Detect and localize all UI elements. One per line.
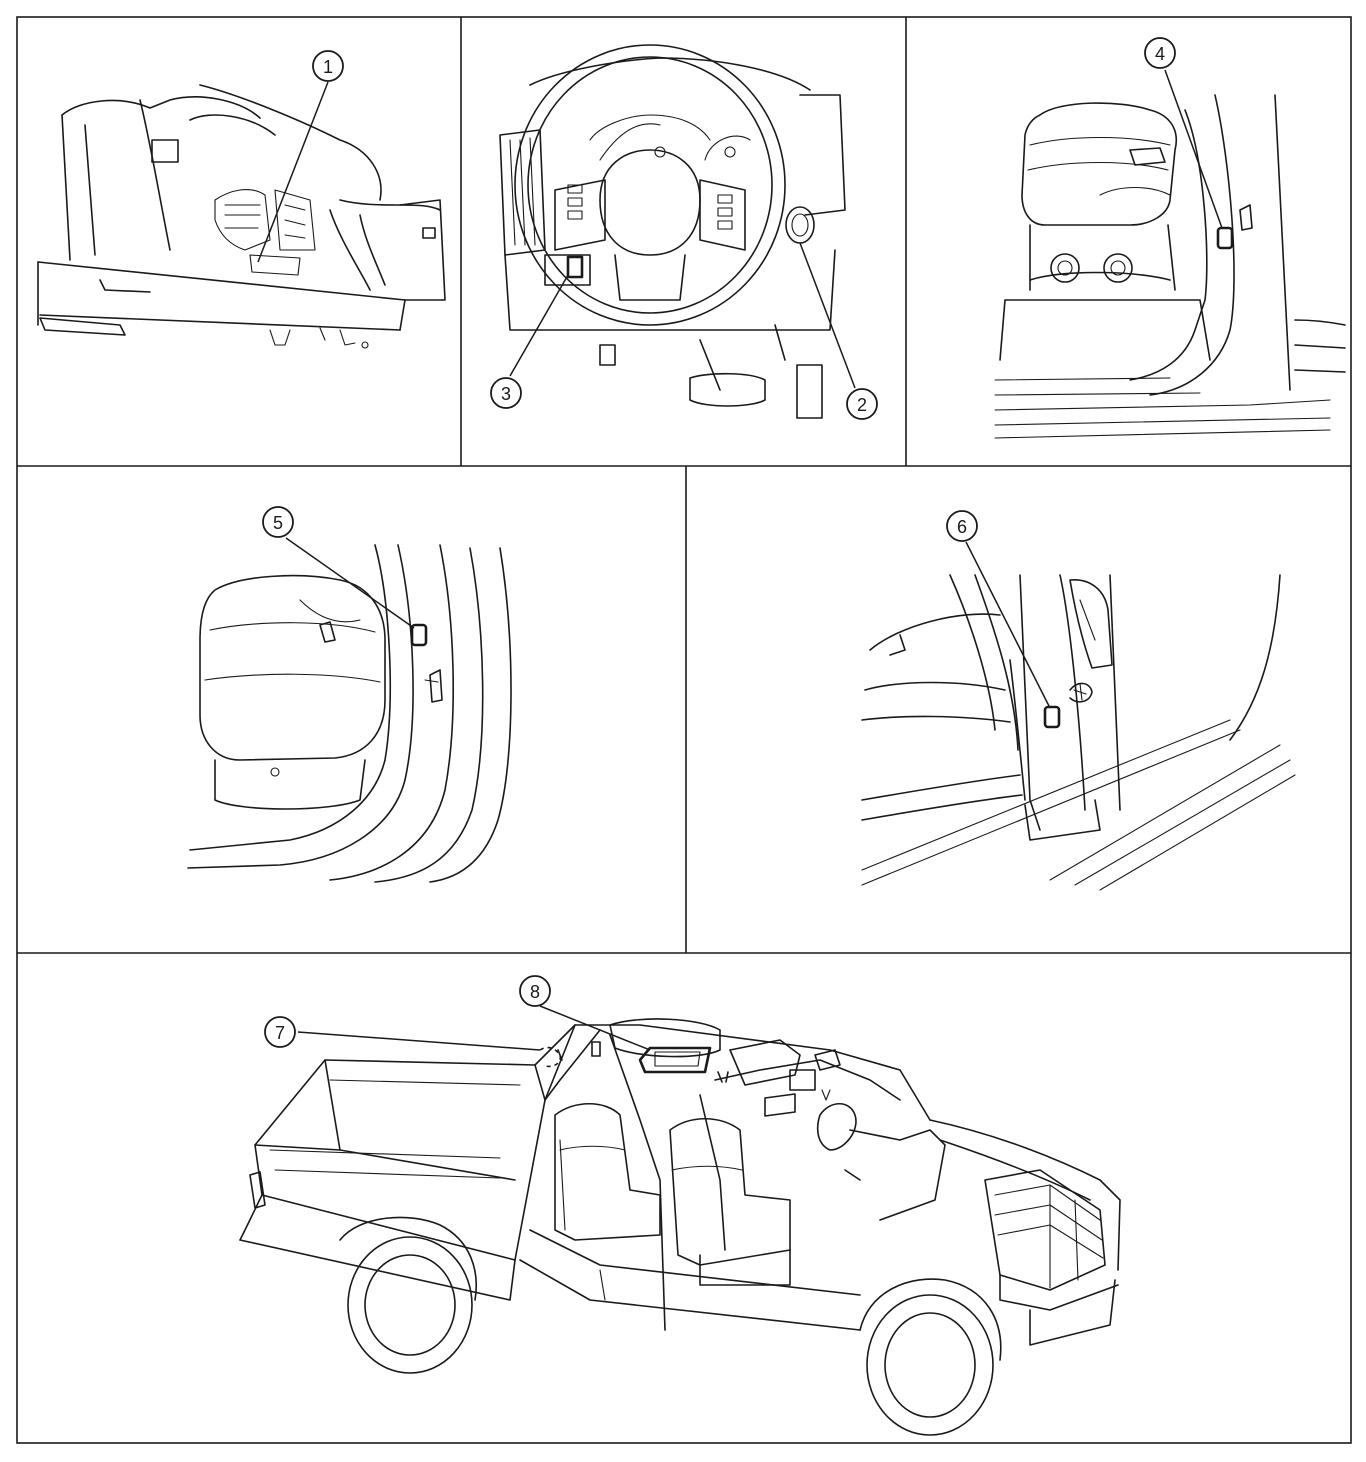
panel-rear-door-opening-illustration <box>861 574 1296 891</box>
panel-frames <box>16 16 1352 1444</box>
callout-7: 7 <box>264 1016 296 1048</box>
panel-rear-seat-pillar-illustration <box>187 544 512 883</box>
callout-4: 4 <box>1144 37 1176 69</box>
svg-text:8: 8 <box>530 982 540 1002</box>
svg-text:2: 2 <box>857 395 867 415</box>
svg-text:3: 3 <box>501 384 511 404</box>
callout-leaders <box>257 69 1223 1051</box>
svg-text:5: 5 <box>273 513 283 533</box>
panel-pickup-truck-illustration <box>239 1018 1121 1436</box>
callout-6: 6 <box>946 510 978 542</box>
svg-text:4: 4 <box>1155 44 1165 64</box>
svg-text:6: 6 <box>957 517 967 537</box>
panel-front-seat-pillar-illustration <box>994 94 1346 439</box>
callout-8: 8 <box>519 975 551 1007</box>
callout-1: 1 <box>312 50 344 82</box>
svg-text:7: 7 <box>275 1023 285 1043</box>
panel-steering-wheel-illustration <box>499 44 846 419</box>
callout-3: 3 <box>490 377 522 409</box>
callout-5: 5 <box>262 506 294 538</box>
panel-under-dash-illustration <box>37 84 446 349</box>
callout-2: 2 <box>846 388 878 420</box>
svg-text:1: 1 <box>323 57 333 77</box>
